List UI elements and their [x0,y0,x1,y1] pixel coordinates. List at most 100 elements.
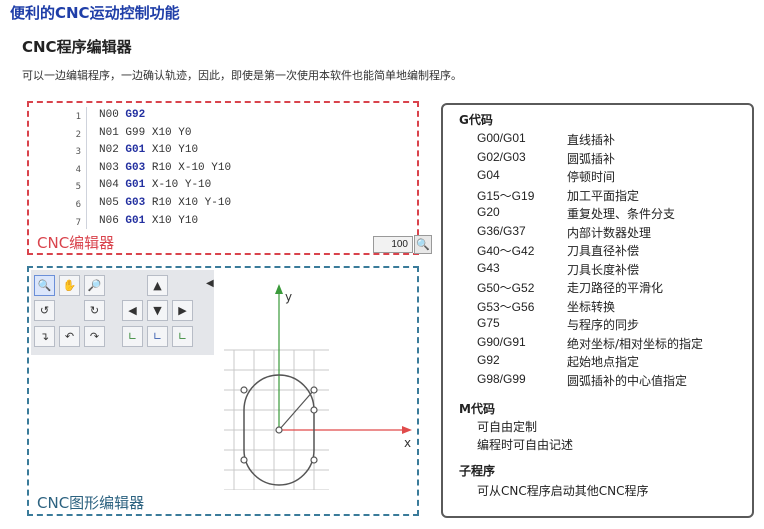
g-code-description: 刀具长度补偿 [567,262,640,277]
m-code-title: M代码 [459,402,495,416]
command-args: X10 Y10 [151,144,199,157]
move-down-icon[interactable]: ▼ [147,300,168,321]
g-command: G01 [125,144,146,157]
pan-icon[interactable]: ✋ [59,275,80,296]
cnc-editor-label: CNC编辑器 [37,234,115,252]
g-code-description: 圆弧插补的中心值指定 [567,373,688,388]
g-code-item: G53～G56 [477,299,535,314]
code-line: N06 G01 X10 Y10 [99,213,231,231]
block-number: N05 [99,196,119,209]
toolpath-shape [243,374,315,486]
g-code-item: G02/G03 [477,149,526,164]
subprogram-title: 子程序 [459,464,496,478]
toolpath-diagonal [278,389,315,431]
g-command: G99 [125,126,146,139]
g-code-item: G40～G42 [477,244,535,258]
section-title: CNC程序编辑器 [22,38,132,56]
plot-axes [275,284,412,434]
g-code-title: G代码 [459,113,493,127]
line-number: 2 [75,129,81,140]
y-axis-label: y [285,290,292,304]
move-right-icon[interactable]: ▶ [172,300,193,321]
block-number: N04 [99,179,119,192]
code-line: N04 G01 X-10 Y-10 [99,177,231,195]
g-code-description: 走刀路径的平滑化 [567,281,664,295]
line-yz-icon[interactable]: ∟ [147,326,168,347]
g-code-item: G00/G01 [477,131,526,145]
g-code-item: G36/G37 [477,223,526,238]
g-code-description: 圆弧插补 [567,151,616,166]
block-number: N06 [99,214,119,227]
g-code-description: 内部计数器处理 [567,225,652,240]
g-command: G01 [125,179,146,192]
block-number: N01 [99,126,119,139]
code-line: N05 G03 R10 X10 Y-10 [99,195,231,213]
code-line: N03 G03 R10 X-10 Y10 [99,160,231,178]
subprogram-line: 可从CNC程序启动其他CNC程序 [477,484,649,498]
cnc-graphic-editor-panel: 🔍 ✋ 🔎 ▲ ↺ ↻ ◀ ▼ ▶ ↴ ↶ ↷ ∟ ∟ ∟ ◀ [27,266,419,516]
line-number: 6 [75,199,81,210]
g-code-description: 绝对坐标/相对坐标的指定 [567,336,704,351]
line-number: 3 [75,147,81,158]
g-code-item: G50～G52 [477,281,535,295]
g-code-description: 坐标转换 [567,299,616,314]
command-args: R10 X10 Y-10 [151,196,232,209]
line-number: 5 [75,182,81,193]
line-number-gutter: 1 2 3 4 5 6 7 [61,109,81,232]
g-code-item: G15～G19 [477,188,535,203]
command-args: X-10 Y-10 [151,179,212,192]
command-args: R10 X-10 Y10 [151,161,232,174]
g-code-item: G90/G91 [477,334,526,349]
g-code-description: 刀具直径补偿 [567,244,640,258]
g-code-description: 加工平面指定 [567,188,640,203]
g-code-item: G75 [477,316,500,330]
g-code-description: 起始地点指定 [567,355,640,369]
block-number: N02 [99,144,119,157]
zoom-level-input[interactable]: 100 [373,236,413,253]
g-code-item: G04 [477,168,500,182]
code-line: N01 G99 X10 Y0 [99,125,231,143]
graphic-toolbar: 🔍 ✋ 🔎 ▲ ↺ ↻ ◀ ▼ ▶ ↴ ↶ ↷ ∟ ∟ ∟ ◀ [31,270,214,355]
arc-ccw-icon[interactable]: ↶ [59,326,80,347]
g-command: G03 [125,161,146,174]
rotate-left-icon[interactable]: ↺ [34,300,55,321]
move-left-icon[interactable]: ◀ [122,300,143,321]
cnc-graphic-editor-label: CNC图形编辑器 [37,494,145,512]
g-code-description: 与程序的同步 [567,318,640,332]
g-command: G01 [125,214,146,227]
g-code-item: G20 [477,205,500,219]
line-xy-icon[interactable]: ∟ [122,326,143,347]
zoom-out-icon[interactable]: 🔎 [84,275,105,296]
code-line: N02 G01 X10 Y10 [99,142,231,160]
command-args: X10 Y10 [151,214,199,227]
arc-icon[interactable]: ↷ [84,326,105,347]
command-args: X10 Y0 [151,126,192,139]
m-code-line: 编程时可自由记述 [477,438,574,452]
zoom-in-icon[interactable]: 🔍 [34,275,55,296]
block-number: N00 [99,109,119,121]
g-code-description: 重复处理、条件分支 [567,207,676,221]
line-number: 4 [75,164,81,175]
arc-cw-icon[interactable]: ↴ [34,326,55,347]
zoom-icon[interactable]: 🔍 [414,235,432,254]
g-code-item: G92 [477,353,500,367]
block-number: N03 [99,161,119,174]
g-code-description: 停顿时间 [567,170,616,184]
toolbar-collapse-icon[interactable]: ◀ [206,278,214,289]
page-heading: 便利的CNC运动控制功能 [10,4,180,22]
g-command: G03 [125,196,146,209]
m-code-line: 可自由定制 [477,420,538,434]
line-zx-icon[interactable]: ∟ [172,326,193,347]
g-code-item: G43 [477,260,500,275]
x-axis-label: x [404,436,411,450]
toolpath-points [240,386,318,464]
section-description: 可以一边编辑程序，一边确认轨迹，因此，即使是第一次使用本软件也能简单地编制程序。 [22,69,462,82]
move-up-icon[interactable]: ▲ [147,275,168,296]
rotate-right-icon[interactable]: ↻ [84,300,105,321]
line-number: 7 [75,217,81,228]
toolpath-plot[interactable]: y x [224,280,414,490]
g-code-item: G98/G99 [477,371,526,386]
